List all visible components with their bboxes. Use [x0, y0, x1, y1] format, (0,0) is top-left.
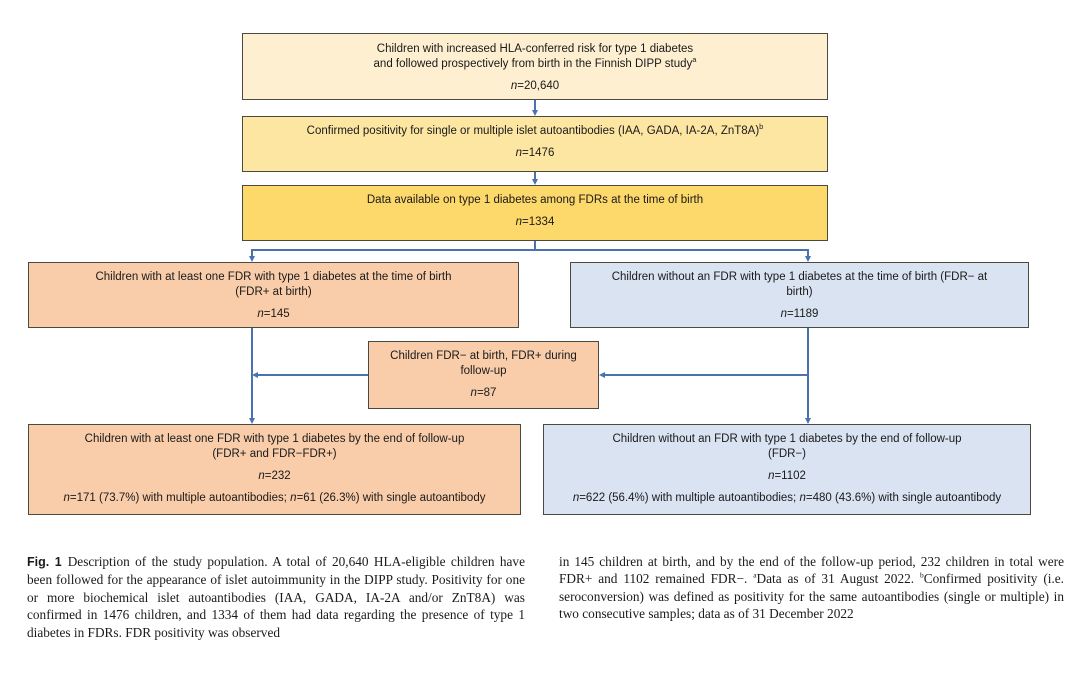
box-count: n=145: [257, 308, 290, 320]
box-fdr-negative-at-birth: Children without an FDR with type 1 diab…: [570, 262, 1029, 328]
box-fdr-data-available: Data available on type 1 diabetes among …: [242, 185, 828, 241]
box-title: Children with increased HLA-conferred ri…: [373, 43, 697, 70]
autoantibody-breakdown: n=622 (56.4%) with multiple autoantibodi…: [572, 492, 1002, 504]
caption-text: Description of the study population. A t…: [27, 554, 525, 640]
box-title: Children with at least one FDR with type…: [95, 271, 452, 298]
branch-split-line: [249, 241, 536, 262]
footnote-marker-b: b: [759, 122, 764, 132]
autoantibody-breakdown: n=171 (73.7%) with multiple autoantibodi…: [63, 492, 486, 504]
footnote-b-text: Confirmed positivity (i.e. seroconversio…: [559, 571, 1064, 622]
box-title: Children with at least one FDR with type…: [84, 433, 465, 460]
box-title: Children FDR− at birth, FDR+ during foll…: [390, 350, 577, 377]
box-count: n=232: [258, 470, 291, 482]
box-hla-risk-cohort: Children with increased HLA-conferred ri…: [242, 33, 828, 100]
box-title: Children without an FDR with type 1 diab…: [611, 271, 988, 298]
box-fdr-positive-at-birth: Children with at least one FDR with type…: [28, 262, 519, 328]
caption-text: in 145 children at birth, and by the end…: [559, 554, 1064, 587]
box-count: n=1102: [768, 470, 806, 482]
box-fdr-converted-during-follow-up: Children FDR− at birth, FDR+ during foll…: [368, 341, 599, 409]
footnote-a-text: Data as of 31 August 2022.: [756, 571, 920, 587]
box-title: Data available on type 1 diabetes among …: [366, 194, 704, 206]
footnote-marker-b: b: [919, 570, 924, 580]
box-title: Children without an FDR with type 1 diab…: [612, 433, 962, 460]
box-fdr-positive-end-of-follow-up: Children with at least one FDR with type…: [28, 424, 521, 515]
box-title: Confirmed positivity for single or multi…: [306, 122, 764, 137]
footnote-marker-a: a: [692, 55, 697, 65]
box-count: n=1334: [515, 216, 555, 228]
box-count: n=87: [470, 387, 497, 399]
footnote-marker-a: a: [753, 570, 757, 580]
box-count: n=1476: [515, 147, 555, 159]
box-count: n=20,640: [510, 80, 560, 92]
branch-split-line-right: [535, 249, 811, 262]
figure-caption-right: in 145 children at birth, and by the end…: [559, 553, 1064, 623]
box-count: n=1189: [780, 308, 819, 320]
box-autoantibody-positive: Confirmed positivity for single or multi…: [242, 116, 828, 172]
box-fdr-negative-end-of-follow-up: Children without an FDR with type 1 diab…: [543, 424, 1031, 515]
figure-label: Fig. 1: [27, 555, 62, 569]
